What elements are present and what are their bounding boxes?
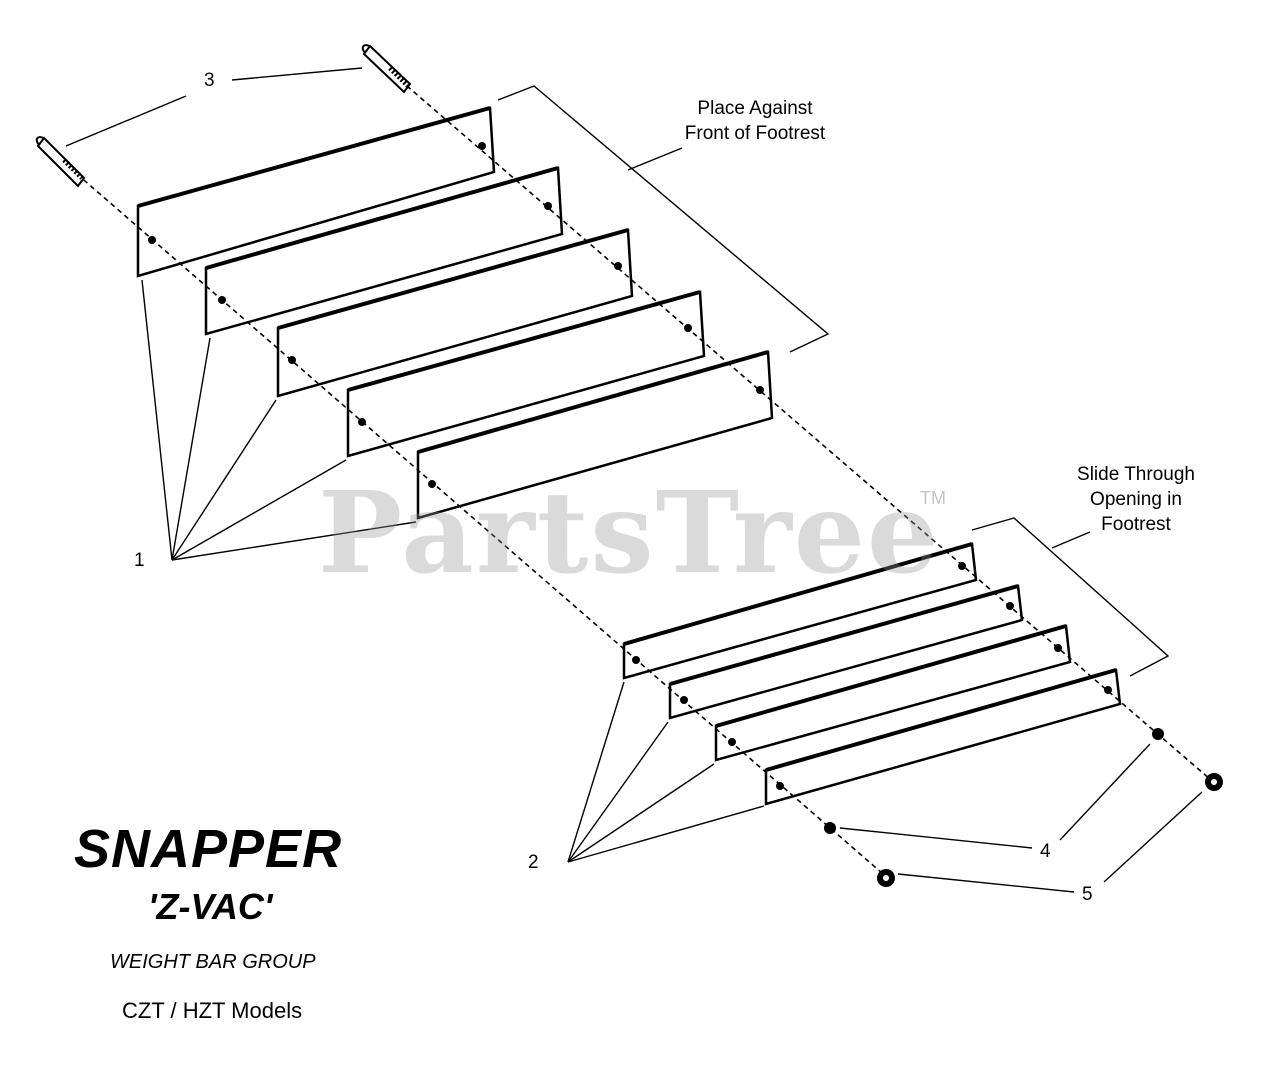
- callout-1: 1: [134, 550, 145, 571]
- leader-lines: [65, 67, 1203, 893]
- upper-bar-edges: [137, 106, 769, 454]
- note-front-of-footrest: Place Against Front of Footrest: [684, 98, 826, 144]
- trademark-symbol: TM: [920, 488, 946, 508]
- upper-weight-bars: [136, 106, 774, 520]
- carriage-bolt-left: [35, 136, 86, 188]
- brand-title: SNAPPER: [74, 819, 343, 879]
- nuts: [877, 773, 1223, 887]
- callout-2: 2: [528, 852, 539, 873]
- callout-3: 3: [204, 70, 215, 91]
- carriage-bolt-right: [361, 44, 412, 94]
- group-title: WEIGHT BAR GROUP: [110, 951, 316, 973]
- note-slide-through-footrest: Slide Through Opening in Footrest: [1077, 464, 1195, 535]
- models-label: CZT / HZT Models: [122, 998, 303, 1023]
- bar-holes: [148, 142, 1112, 790]
- washers: [824, 728, 1164, 834]
- lower-bar-edges: [623, 542, 1117, 772]
- bolt-axis-lines: [69, 79, 1219, 881]
- callout-5: 5: [1082, 884, 1093, 905]
- callout-4: 4: [1040, 841, 1051, 862]
- lower-weight-bars: [622, 542, 1122, 806]
- model-name: 'Z-VAC': [148, 886, 273, 927]
